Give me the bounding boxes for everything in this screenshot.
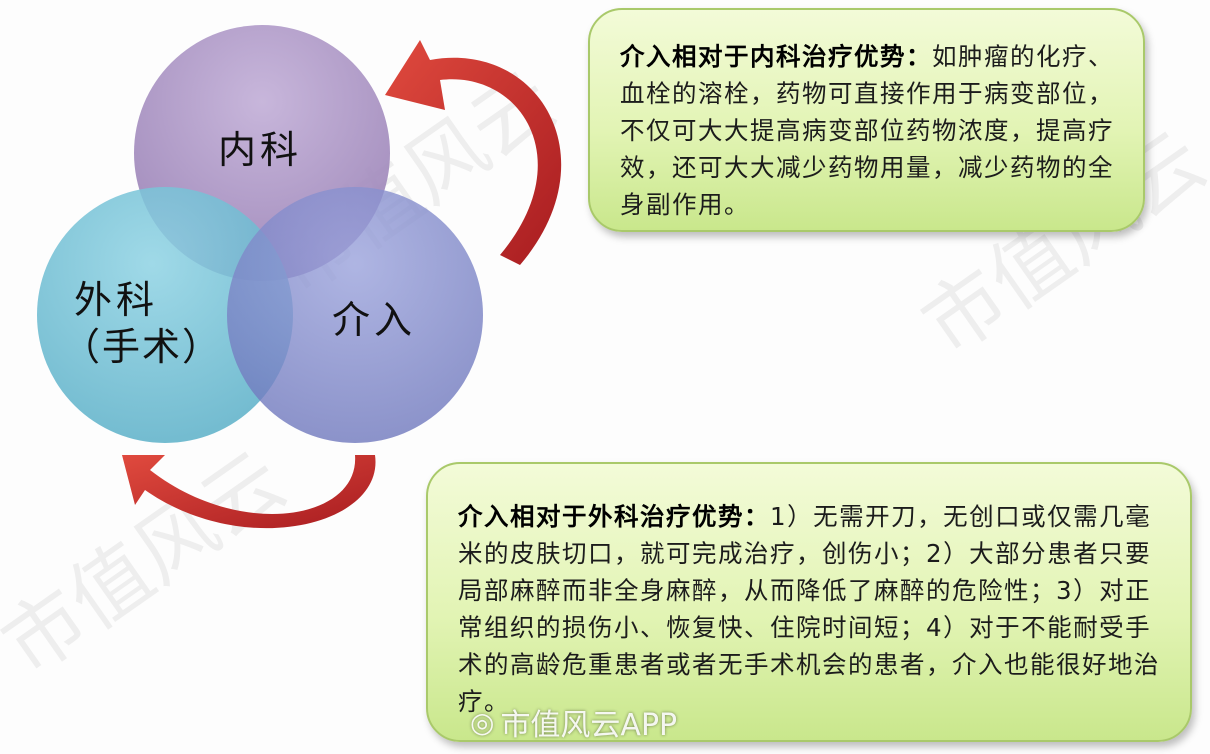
watermark: ◎ 市值风云APP	[470, 700, 677, 744]
callout-vs-internal-medicine: 介入相对于内科治疗优势：如肿瘤的化疗、血栓的溶栓，药物可直接作用于病变部位，不仅…	[588, 8, 1145, 232]
watermark-text: 市值风云APP	[500, 708, 678, 743]
venn-diagram: 内科 外科 （手术） 介入	[0, 0, 600, 560]
label-surgery-line2: （手术）	[62, 325, 223, 369]
callout-body: 如肿瘤的化疗、血栓的溶栓，药物可直接作用于病变部位，不仅可大大提高病变部位药物浓…	[620, 42, 1114, 219]
curved-arrow-icon	[385, 40, 562, 265]
circle-surgery	[37, 187, 293, 443]
label-internal-medicine: 内科	[218, 128, 303, 172]
curved-arrow-icon	[122, 455, 376, 529]
callout-vs-surgery: 介入相对于外科治疗优势：1）无需开刀，无创口或仅需几毫米的皮肤切口，就可完成治疗…	[426, 462, 1192, 742]
label-surgery-line1: 外科	[74, 278, 159, 322]
callout-title: 介入相对于外科治疗优势：	[458, 502, 770, 531]
callout-title: 介入相对于内科治疗优势：	[620, 42, 932, 71]
venn-graphic	[37, 25, 562, 529]
callout-body: 1）无需开刀，无创口或仅需几毫米的皮肤切口，就可完成治疗，创伤小；2）大部分患者…	[458, 502, 1160, 716]
label-intervention: 介入	[332, 298, 417, 342]
weibo-icon: ◎	[470, 705, 495, 739]
circle-intervention	[227, 187, 483, 443]
